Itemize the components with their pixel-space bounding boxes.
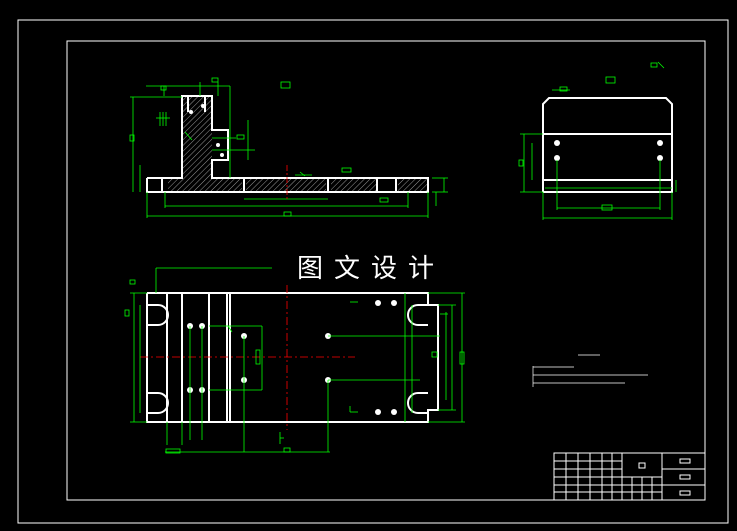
side-view-outline [542, 97, 673, 193]
side-view-dimensions [518, 61, 677, 220]
technical-notes [532, 354, 648, 387]
side-view [518, 61, 677, 220]
plan-view-dimensions [124, 267, 465, 454]
front-view-hatch [168, 96, 428, 192]
plan-view-outline [146, 292, 439, 423]
plan-view-centerlines [140, 285, 355, 430]
plan-view [124, 267, 465, 454]
plan-view-holes [187, 300, 397, 415]
front-view-dimensions [129, 77, 448, 218]
sheet-border [17, 19, 729, 524]
front-view [129, 77, 448, 218]
watermark-text: 图文设计 [297, 254, 446, 284]
plan-view-slots [147, 304, 428, 414]
title-block [553, 452, 706, 501]
side-view-holes [554, 140, 663, 161]
front-view-holes [189, 104, 224, 157]
